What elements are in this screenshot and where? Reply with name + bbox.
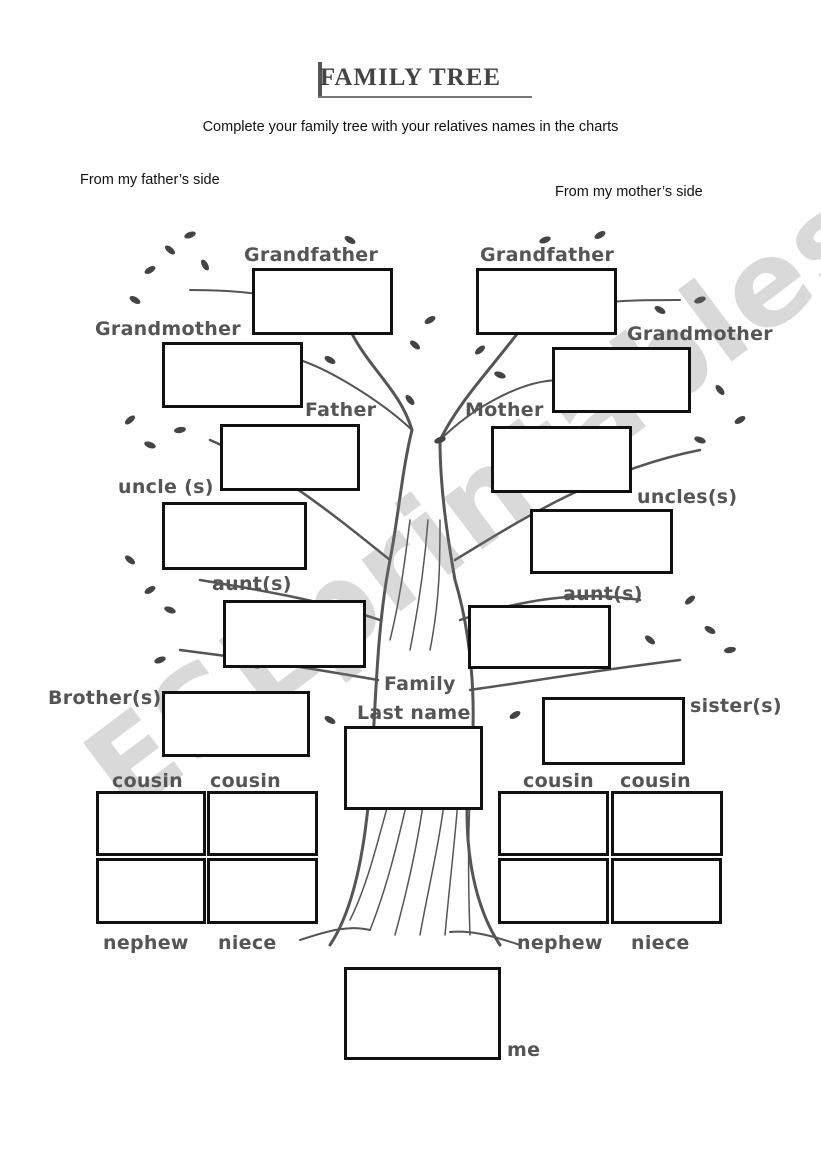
cousin-label-2: cousin xyxy=(210,770,281,792)
nephew-left-label: nephew xyxy=(103,932,189,954)
uncle-paternal-box[interactable] xyxy=(162,502,307,570)
aunt-maternal-box[interactable] xyxy=(468,605,611,669)
cousin-label-3: cousin xyxy=(523,770,594,792)
niece-left-label: niece xyxy=(218,932,277,954)
mothers-side-label: From my mother’s side xyxy=(555,184,703,200)
brothers-label: Brother(s) xyxy=(48,687,162,709)
uncle-left-label: uncle (s) xyxy=(118,476,214,498)
nephew-box-right[interactable] xyxy=(498,858,609,924)
father-label: Father xyxy=(305,399,377,421)
grandmother-paternal-box[interactable] xyxy=(162,342,303,408)
page-title: FAMILY TREE xyxy=(319,64,502,91)
nephew-right-label: nephew xyxy=(517,932,603,954)
title-rule xyxy=(318,62,322,96)
grandfather-right-label: Grandfather xyxy=(480,244,615,266)
brothers-box[interactable] xyxy=(162,691,310,757)
uncles-right-label: uncles(s) xyxy=(637,486,738,508)
cousin-box-4[interactable] xyxy=(611,791,723,856)
aunt-right-label: aunt(s) xyxy=(563,583,643,605)
cousin-label-1: cousin xyxy=(112,770,183,792)
father-box[interactable] xyxy=(220,424,360,491)
title-underline xyxy=(318,96,532,98)
mother-box[interactable] xyxy=(491,426,632,493)
family-last-name-box[interactable] xyxy=(344,726,483,810)
mother-label: Mother xyxy=(465,399,544,421)
me-box[interactable] xyxy=(344,967,501,1060)
niece-box-right[interactable] xyxy=(611,858,722,924)
cousin-box-1[interactable] xyxy=(96,791,206,856)
sisters-box[interactable] xyxy=(542,697,685,765)
fathers-side-label: From my father’s side xyxy=(80,172,220,188)
niece-box-left[interactable] xyxy=(207,858,318,924)
nephew-box-left[interactable] xyxy=(96,858,206,924)
grandfather-maternal-box[interactable] xyxy=(476,268,617,335)
grandfather-paternal-box[interactable] xyxy=(252,268,393,335)
instructions-text: Complete your family tree with your rela… xyxy=(202,119,619,135)
grandmother-left-label: Grandmother xyxy=(95,318,241,340)
cousin-box-3[interactable] xyxy=(498,791,609,856)
cousin-box-2[interactable] xyxy=(207,791,318,856)
family-label: Family xyxy=(384,673,456,695)
aunt-left-label: aunt(s) xyxy=(212,573,292,595)
grandmother-right-label: Grandmother xyxy=(627,323,773,345)
last-name-label: Last name xyxy=(357,702,471,724)
uncle-maternal-box[interactable] xyxy=(530,509,673,574)
me-label: me xyxy=(507,1039,541,1061)
niece-right-label: niece xyxy=(631,932,690,954)
aunt-paternal-box[interactable] xyxy=(223,600,366,668)
grandmother-maternal-box[interactable] xyxy=(552,347,691,413)
grandfather-left-label: Grandfather xyxy=(244,244,379,266)
sisters-label: sister(s) xyxy=(690,695,782,717)
cousin-label-4: cousin xyxy=(620,770,691,792)
